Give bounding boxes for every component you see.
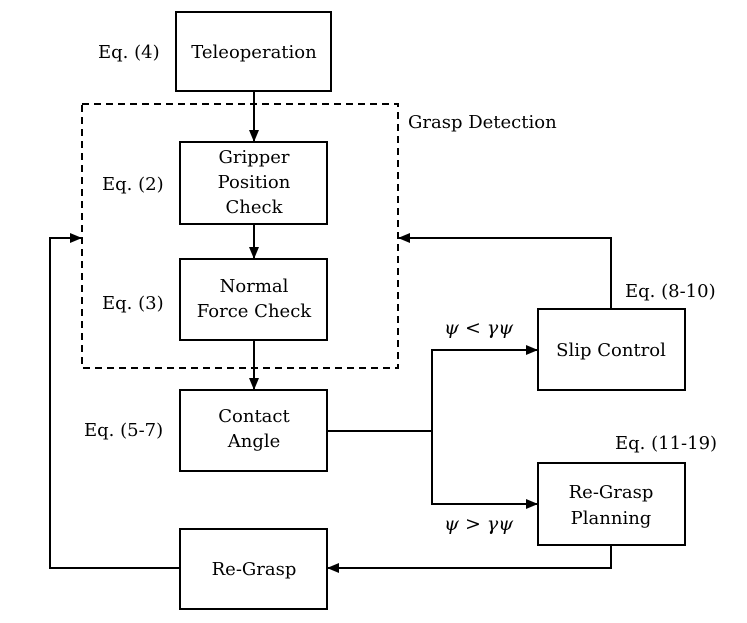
slip-control-equation: Eq. (8-10) xyxy=(625,281,716,302)
contact-angle-label-line2: Angle xyxy=(227,431,281,452)
regrasp-planning-box xyxy=(537,462,686,546)
teleoperation-equation: Eq. (4) xyxy=(98,42,160,63)
contact-angle-equation: Eq. (5-7) xyxy=(84,420,163,441)
normal-force-check-label-line1: Normal xyxy=(220,276,289,297)
regrasp-planning-label-line2: Planning xyxy=(571,508,652,529)
arrow-branch-to-slip-control xyxy=(431,345,538,431)
gripper-position-check-label-line2: Position xyxy=(218,172,291,193)
contact-angle-label-line1: Contact xyxy=(218,406,290,427)
condition-greater-label: ψ > γψ xyxy=(444,513,514,535)
gripper-position-check-equation: Eq. (2) xyxy=(102,174,164,195)
normal-force-check-equation: Eq. (3) xyxy=(102,293,164,314)
condition-less-label: ψ < γψ xyxy=(444,317,514,339)
normal-force-check-box xyxy=(179,258,328,341)
regrasp-planning-equation: Eq. (11-19) xyxy=(615,433,717,454)
normal-force-check-label-line2: Force Check xyxy=(197,301,313,322)
regrasp-label: Re-Grasp xyxy=(212,559,297,580)
contact-angle-box xyxy=(179,389,328,472)
regrasp-planning-label-line1: Re-Grasp xyxy=(569,482,654,503)
arrow-regrasp-to-grasp-detection xyxy=(49,233,180,569)
gripper-position-check-label-line1: Gripper xyxy=(218,147,289,168)
slip-control-box xyxy=(537,308,686,391)
grasp-detection-label: Grasp Detection xyxy=(408,112,557,133)
teleoperation-label: Teleoperation xyxy=(191,42,317,63)
gripper-position-check-label-line3: Check xyxy=(225,197,283,218)
gripper-position-check-box xyxy=(179,141,328,225)
arrow-regrasp-planning-to-regrasp xyxy=(327,545,612,573)
slip-control-label: Slip Control xyxy=(556,340,666,361)
arrow-branch-to-regrasp-planning xyxy=(431,431,538,509)
arrow-slip-control-to-grasp-detection xyxy=(398,233,612,309)
